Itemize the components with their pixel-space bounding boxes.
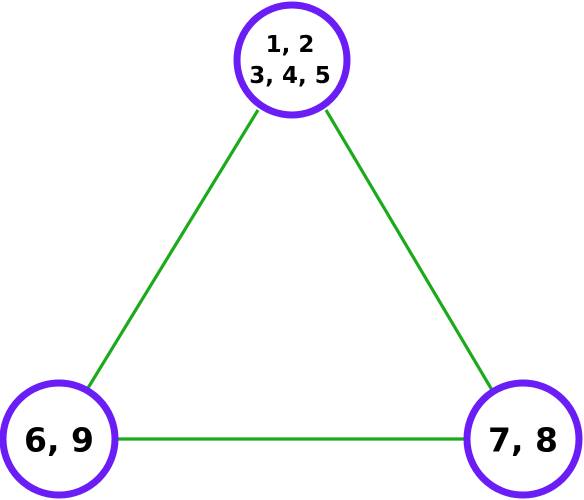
node-top-label-line1: 1, 2 [266, 32, 315, 58]
node-left: 6, 9 [0, 379, 119, 499]
node-right: 7, 8 [463, 379, 583, 499]
node-right-label: 7, 8 [488, 421, 558, 460]
node-top-label-line2: 3, 4, 5 [249, 63, 331, 89]
node-left-label: 6, 9 [24, 421, 94, 460]
node-top-circle [233, 1, 351, 119]
node-left-circle [0, 379, 119, 499]
node-right-circle [463, 379, 583, 499]
edge-top-left [86, 109, 260, 389]
edge-top-right [324, 109, 494, 391]
node-top: 1, 2 3, 4, 5 [233, 1, 351, 119]
